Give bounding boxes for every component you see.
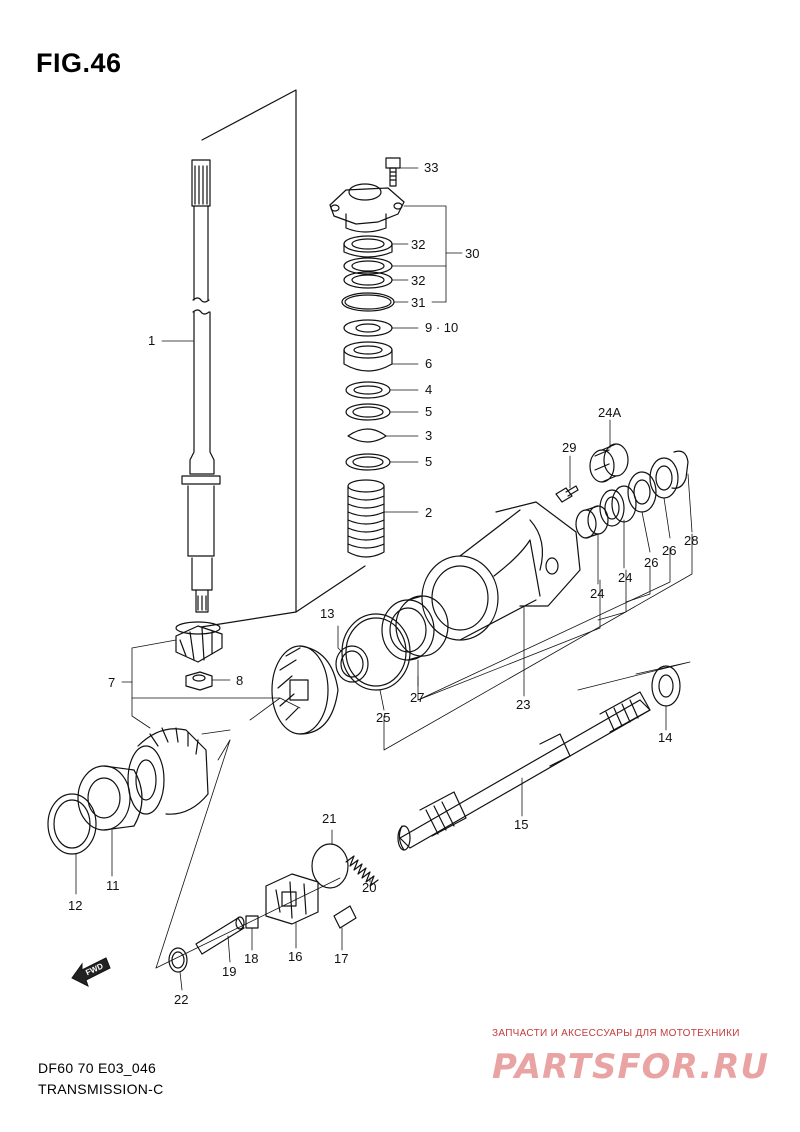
callout-25: 25 [376, 710, 390, 725]
callout-8: 8 [236, 673, 243, 688]
callout-2: 2 [425, 505, 432, 520]
callout-19: 19 [222, 964, 236, 979]
callout-22: 22 [174, 992, 188, 1007]
callout-24b: 24 [618, 570, 632, 585]
callout-21: 21 [322, 811, 336, 826]
callout-5b: 5 [425, 454, 432, 469]
part-bolt-33 [385, 157, 401, 187]
callout-3: 3 [425, 428, 432, 443]
part-bearing-11 [77, 765, 143, 831]
part-right-bearing-group [575, 450, 689, 539]
part-ring-stack [341, 235, 395, 471]
callout-20: 20 [362, 880, 376, 895]
part-reverse-gear [127, 727, 209, 815]
callout-29: 29 [562, 440, 576, 455]
part-nut [185, 671, 213, 691]
callout-23: 23 [516, 697, 530, 712]
part-propeller-shaft [397, 691, 651, 851]
callout-7: 7 [108, 675, 115, 690]
callout-1: 1 [148, 333, 155, 348]
part-bearing-27 [381, 595, 449, 661]
callout-6: 6 [425, 356, 432, 371]
part-pin-17 [333, 905, 357, 929]
callout-labels: 1 2 3 4 5 5 6 7 8 9 · 10 11 12 13 14 15 … [68, 160, 698, 1007]
watermark-caption: ЗАПЧАСТИ И АКСЕССУАРЫ ДЛЯ МОТОТЕХНИКИ [492, 1028, 740, 1039]
callout-24A: 24A [598, 405, 621, 420]
callout-26b: 26 [662, 543, 676, 558]
part-spring [345, 855, 379, 887]
callout-24a: 24 [590, 586, 604, 601]
diagram-code: DF60 70 E03_046 [38, 1060, 157, 1076]
part-push-rod [195, 916, 245, 955]
group-bracket-lines [200, 89, 366, 628]
callout-26a: 26 [644, 555, 658, 570]
part-gear-case [421, 501, 581, 641]
callout-12: 12 [68, 898, 82, 913]
part-pinion [175, 621, 223, 663]
callout-5a: 5 [425, 404, 432, 419]
part-ring-21 [311, 843, 349, 889]
fwd-arrow-icon: FWD [71, 957, 111, 987]
callout-31: 31 [411, 295, 425, 310]
callout-15: 15 [514, 817, 528, 832]
part-clutch-dog [265, 873, 319, 925]
part-forward-gear [271, 645, 339, 735]
callout-13: 13 [320, 606, 334, 621]
part-drive-shaft [181, 159, 221, 613]
diagram-name: TRANSMISSION-C [38, 1081, 164, 1097]
callout-17: 17 [334, 951, 348, 966]
callout-32a: 32 [411, 237, 425, 252]
callout-33: 33 [424, 160, 438, 175]
part-pump-case [329, 183, 405, 233]
part-bolt-29 [555, 485, 579, 503]
callout-9-10: 9 · 10 [425, 320, 458, 335]
part-pin-18 [245, 915, 259, 929]
watermark-logo: PARTSFOR.RU [492, 1047, 769, 1086]
callout-18: 18 [244, 951, 258, 966]
part-shim-12 [47, 793, 97, 855]
callout-27: 27 [410, 690, 424, 705]
callout-14: 14 [658, 730, 672, 745]
callout-4: 4 [425, 382, 432, 397]
callout-11: 11 [106, 878, 120, 893]
callout-16: 16 [288, 949, 302, 964]
part-washer-14 [651, 665, 681, 707]
leader-lines [75, 167, 693, 991]
part-bearing-24A [589, 443, 629, 483]
part-bellows [347, 479, 385, 558]
watermark-logo-text: PARTSFOR.RU [492, 1047, 769, 1086]
callout-32b: 32 [411, 273, 425, 288]
figure-title: FIG.46 [36, 48, 122, 78]
callout-30: 30 [465, 246, 479, 261]
part-shims [335, 613, 411, 691]
callout-28: 28 [684, 533, 698, 548]
